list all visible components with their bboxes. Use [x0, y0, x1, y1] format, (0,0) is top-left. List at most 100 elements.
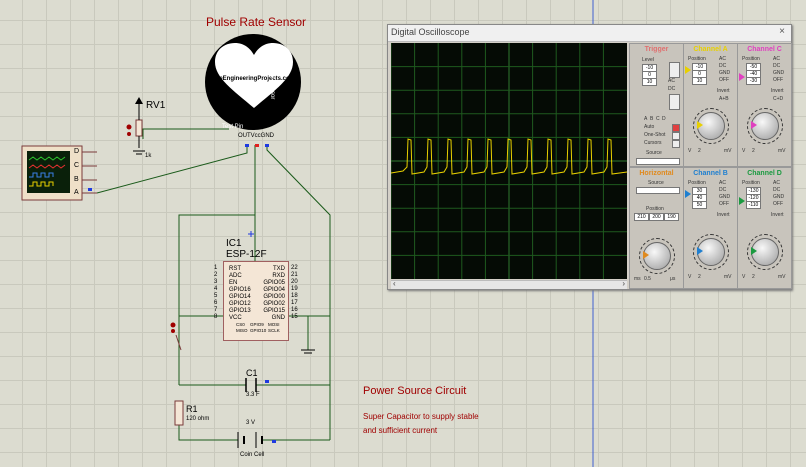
channel-b-gnd[interactable]: GND	[719, 194, 731, 200]
channel-d-gnd[interactable]: GND	[773, 194, 785, 200]
channel-a-title: Channel A	[693, 46, 728, 53]
pin-txd: TXD	[273, 266, 285, 272]
channel-b-invert[interactable]: Invert	[717, 212, 730, 218]
channel-c-combine[interactable]: C+D	[773, 96, 784, 102]
scroll-left-icon[interactable]: ‹	[393, 279, 396, 288]
power-line-2: and sufficient current	[363, 426, 438, 435]
channel-d-dc[interactable]: DC	[773, 187, 781, 193]
pin-rst: RST	[229, 266, 241, 272]
trigger-source-slider[interactable]	[636, 158, 680, 165]
channel-d-ac[interactable]: AC	[773, 180, 780, 186]
channel-d-invert[interactable]: Invert	[771, 212, 784, 218]
oscilloscope-window[interactable]: Digital Oscilloscope × ‹ › Trigger	[387, 24, 792, 290]
trigger-cursors-led	[672, 140, 680, 148]
pin-gpio16: GPIO16	[229, 287, 251, 293]
channel-c-invert[interactable]: Invert	[771, 88, 784, 94]
sensor-side-text: Heart Beat Sensor	[269, 50, 275, 100]
pin-rxd: RXD	[272, 273, 285, 279]
oscilloscope-titlebar[interactable]: Digital Oscilloscope ×	[388, 25, 791, 42]
pin-num-4: 4	[214, 286, 218, 292]
pin-vcc: VCC	[229, 315, 242, 321]
c1-label: C1	[246, 368, 258, 378]
horizontal-pos-2: 200	[649, 213, 664, 221]
wire-vcc-left	[178, 145, 256, 385]
power-title: Power Source Circuit	[363, 385, 467, 397]
channel-c-position-marker	[739, 73, 745, 81]
timebase-unit-us: μs	[670, 276, 676, 282]
channel-a-ac[interactable]: AC	[719, 56, 726, 62]
r1-value: 120 ohm	[186, 416, 210, 422]
trigger-oneshot[interactable]: One-Shot	[644, 132, 666, 138]
timebase-readout: 0.5	[644, 276, 651, 282]
scope-screen[interactable]	[390, 43, 628, 279]
trigger-edge-switch[interactable]	[669, 94, 680, 110]
channel-b-unit-v: V	[688, 274, 692, 280]
pin-gpio12: GPIO12	[229, 301, 251, 307]
horizontal-source-slider[interactable]	[636, 187, 680, 194]
horizontal-panel: Horizontal Source Position 210 200 190 m…	[629, 167, 684, 289]
sensor-site-text: TheEngineeringProjects.com	[212, 76, 296, 82]
channel-a-position-label: Position	[688, 56, 706, 62]
pin-gpio02: GPIO02	[263, 301, 285, 307]
pin-num-21: 21	[291, 272, 298, 278]
horizontal-scrollbar[interactable]: ‹ ›	[391, 279, 627, 289]
channel-d-off[interactable]: OFF	[773, 201, 783, 207]
channel-c-gnd[interactable]: GND	[773, 70, 785, 76]
channel-a-unit-mv: mV	[724, 148, 732, 154]
junction-markers	[248, 231, 254, 237]
channel-b-position-label: Position	[688, 180, 706, 186]
channel-d-dial-scale	[747, 234, 783, 270]
trigger-auto[interactable]: Auto	[644, 124, 655, 130]
channel-a-gnd[interactable]: GND	[719, 70, 731, 76]
trigger-level-label: Level	[642, 57, 654, 63]
channel-c-dc[interactable]: DC	[773, 63, 781, 69]
channel-a-combine[interactable]: A+B	[719, 96, 729, 102]
pin-gpio00: GPIO00	[263, 294, 285, 300]
channel-c-ac[interactable]: AC	[773, 56, 780, 62]
trigger-coupling-switch[interactable]	[669, 62, 680, 78]
pin-gnd: GND	[271, 315, 285, 321]
channel-a-dc[interactable]: DC	[719, 63, 727, 69]
pin-en: EN	[229, 280, 238, 286]
sensor-pin-labels: OUTVccGND	[238, 133, 274, 139]
trigger-cursors[interactable]: Cursors	[644, 140, 662, 146]
horizontal-source-label: Source	[648, 180, 664, 186]
channel-c-position-label: Position	[742, 56, 760, 62]
channel-d-title: Channel D	[747, 170, 782, 177]
esp-12f-chip[interactable]: RST ADC EN GPIO16 GPIO14 GPIO12 GPIO13 V…	[223, 261, 289, 341]
pin-num-18: 18	[291, 293, 298, 299]
channel-a-dial-scale	[693, 108, 729, 144]
scope-trace	[390, 43, 628, 279]
channel-a-knob-value: 2	[698, 148, 701, 154]
c1-value: 3.3 F	[246, 392, 260, 398]
trigger-ac: AC	[668, 78, 675, 84]
channel-b-ac[interactable]: AC	[719, 180, 726, 186]
power-line-1: Super Capacitor to supply stable	[363, 412, 479, 421]
pin-num-19: 19	[291, 286, 298, 292]
channel-d-knob-pointer	[751, 247, 757, 255]
pin-gpio9: GPIO9	[250, 322, 264, 327]
channel-a-off[interactable]: OFF	[719, 77, 729, 83]
channel-c-knob-pointer	[751, 121, 757, 129]
channel-b-knob-pointer	[697, 247, 703, 255]
scope-pin-a: A	[74, 189, 79, 196]
pin-num-8: 8	[214, 314, 218, 320]
channel-d-position-label: Position	[742, 180, 760, 186]
channel-c-off[interactable]: OFF	[773, 77, 783, 83]
channel-b-dc[interactable]: DC	[719, 187, 727, 193]
pin-num-6: 6	[214, 300, 218, 306]
channel-b-pos-3: 50	[692, 201, 707, 209]
ground-symbol	[301, 349, 315, 354]
scroll-right-icon[interactable]: ›	[622, 279, 625, 288]
channel-b-position-marker	[685, 190, 691, 198]
scope-pin-d: D	[74, 148, 80, 155]
pin-gpio14: GPIO14	[229, 294, 251, 300]
close-icon[interactable]: ×	[779, 26, 785, 37]
timebase-pointer	[643, 251, 649, 259]
channel-b-off[interactable]: OFF	[719, 201, 729, 207]
horizontal-position-label: Position	[646, 206, 664, 212]
wire-sensor-scope	[96, 145, 248, 194]
channel-d-unit-mv: mV	[778, 274, 786, 280]
channel-b-knob-value: 2	[698, 274, 701, 280]
channel-a-invert[interactable]: Invert	[717, 88, 730, 94]
